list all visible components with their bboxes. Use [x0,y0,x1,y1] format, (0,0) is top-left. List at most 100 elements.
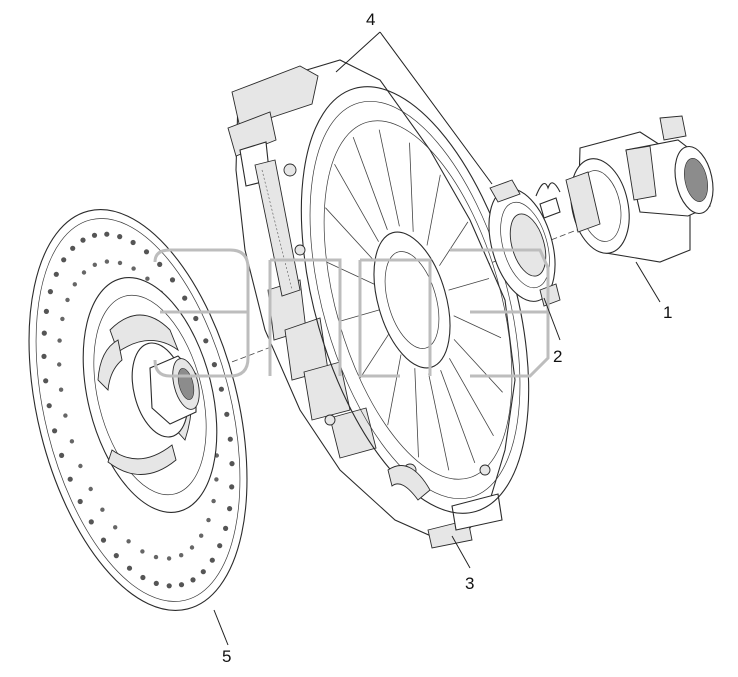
rivet-hole [61,257,67,263]
rivet-hole [52,428,58,434]
spring-finger [334,164,379,242]
spring-finger [439,221,469,266]
rivet-hole [169,277,176,283]
spring-finger [414,368,419,458]
rivet-hole [53,271,59,277]
rivet-hole [88,519,94,525]
rivet-hole [229,461,235,467]
rivet-hole [193,315,199,322]
spring-finger [453,315,502,339]
rivet-hole [113,553,119,559]
rivet-hole [41,353,47,359]
rivet-hole [58,387,64,392]
rivet-hole [140,549,145,554]
clutch-pressure-plate [227,59,530,549]
rivet-hole [69,439,75,444]
rivet-hole [57,338,62,343]
diaphragm-spring-fingers [325,129,503,471]
callout-2: 2 [553,347,562,366]
spring-finger [453,339,503,393]
leader-lines [213,31,661,646]
rivet-hole [189,545,195,550]
rivet-hole [178,582,185,588]
rivet-hole [126,539,131,544]
rivet-hole [113,525,118,530]
clutch-disc [28,209,248,611]
spring-finger [359,334,389,379]
callout-4: 4 [366,10,375,29]
rivet-hole [166,583,172,589]
rivet-hole [88,486,93,492]
rivet-hole [65,297,70,303]
rivet-hole [153,580,159,587]
rivet-hole [117,234,123,240]
rivet-hole [81,270,87,275]
rivet-hole [229,484,235,490]
rivet-hole [143,249,150,255]
callout-labels: 1 2 3 4 5 [222,10,672,666]
rivet-hole [203,338,209,344]
rivet-hole [140,574,146,581]
spring-finger [448,278,490,291]
rivet-hole [153,554,159,560]
rivet-hole [78,463,83,469]
rivet-hole [91,232,98,238]
rivet-hole [80,237,86,243]
rivet-hole [67,476,73,482]
rivet-hole [131,266,136,271]
rivet-hole [70,245,76,251]
rivet-hole [59,452,65,458]
spring-finger [352,136,388,230]
rivet-hole [46,403,52,409]
rivet-hole [63,413,68,418]
spring-finger [440,370,476,464]
rivet-hole [214,477,219,482]
spring-finger [409,142,414,232]
spring-finger [449,358,494,436]
spring-finger [426,174,441,246]
rivet-hole [43,308,50,314]
spring-finger [325,207,375,261]
spring-finger [326,261,375,285]
rivet-hole [104,259,110,264]
rivet-hole [100,507,105,512]
rivet-hole [117,260,123,266]
rivet-hole [227,436,233,442]
rivet-hole [145,276,150,281]
callout-1: 1 [663,303,672,322]
rivet-hole [41,330,47,336]
retaining-ring [488,179,561,307]
rivet-hole [157,261,163,267]
spring-finger [387,354,402,426]
rivet-hole [211,498,216,504]
release-bearing [565,115,714,263]
spring-clips [535,182,561,219]
rivet-hole [72,282,78,287]
spring-finger [378,129,400,227]
rivet-hole [43,378,49,384]
watermark-logo [153,248,550,378]
rivet-hole [126,565,133,571]
rivet-hole [57,362,62,367]
spring-finger [428,373,450,471]
rivet-hole [166,556,172,561]
rivet-hole [199,533,204,538]
rivet-hole [217,543,223,549]
callout-3: 3 [465,574,474,593]
rivet-hole [100,537,107,543]
rivet-hole [47,289,54,295]
rivet-hole [104,231,110,237]
rivet-hole [223,525,229,532]
rivet-hole [60,316,65,322]
rivet-hole [211,362,217,368]
rivet-hole [218,386,224,392]
rivet-hole [227,506,233,512]
rivet-hole [77,498,83,505]
rivet-hole [182,295,188,301]
rivet-hole [224,411,230,417]
callout-5: 5 [222,647,231,666]
rivet-hole [92,262,98,267]
rivet-hole [209,557,215,563]
